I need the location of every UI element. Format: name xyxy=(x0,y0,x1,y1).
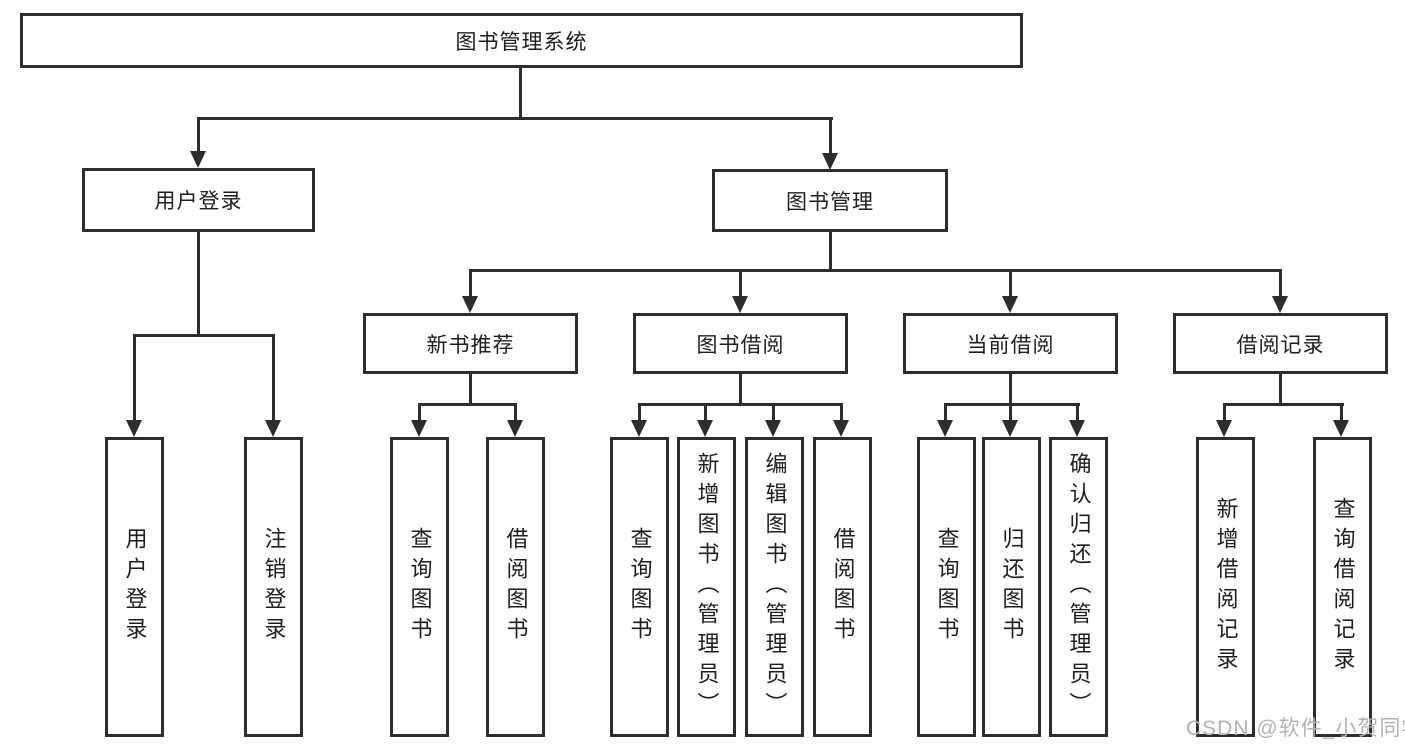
connector-vline xyxy=(1223,403,1226,422)
connector-vline xyxy=(840,403,843,422)
leaf-label: 新增借阅记录 xyxy=(1213,497,1239,677)
connector-hline xyxy=(944,403,1080,406)
connector-vline xyxy=(197,232,200,337)
leaf-label: 查询借阅记录 xyxy=(1330,497,1356,677)
connector-vline xyxy=(829,232,832,272)
node-new-book-recommend: 新书推荐 xyxy=(363,313,578,374)
arrow-down-icon xyxy=(1216,420,1232,437)
connector-vline xyxy=(739,374,742,406)
leaf-label: 确认归还（管理员） xyxy=(1066,452,1092,722)
connector-vline xyxy=(133,334,136,421)
leaf-label: 查询图书 xyxy=(934,527,960,647)
connector-vline xyxy=(944,403,947,422)
leaf-label: 注销登录 xyxy=(261,527,287,647)
arrow-down-icon xyxy=(937,420,953,437)
leaf-label: 编辑图书（管理员） xyxy=(762,452,788,722)
arrow-down-icon xyxy=(462,296,478,313)
node-book-borrowing: 图书借阅 xyxy=(633,313,848,374)
connector-vline xyxy=(1009,374,1012,406)
connector-vline xyxy=(514,403,517,422)
arrow-down-icon xyxy=(1272,296,1288,313)
leaf-label: 归还图书 xyxy=(999,527,1025,647)
arrow-down-icon xyxy=(697,420,713,437)
node-confirm-return-admin: 确认归还（管理员） xyxy=(1049,437,1108,737)
arrow-down-icon xyxy=(822,153,838,170)
connector-hline xyxy=(1223,403,1344,406)
arrow-down-icon xyxy=(507,420,523,437)
arrow-down-icon xyxy=(1002,420,1018,437)
connector-vline xyxy=(1279,374,1282,406)
leaf-label: 查询图书 xyxy=(627,527,653,647)
arrow-down-icon xyxy=(1333,420,1349,437)
connector-vline xyxy=(418,403,421,422)
node-edit-books-admin: 编辑图书（管理员） xyxy=(745,437,804,737)
arrow-down-icon xyxy=(190,151,206,168)
connector-hline xyxy=(638,403,843,406)
node-query-books-recommend: 查询图书 xyxy=(390,437,449,737)
connector-vline xyxy=(1076,403,1079,422)
connector-vline xyxy=(1009,269,1012,298)
connector-hline xyxy=(418,403,517,406)
arrow-down-icon xyxy=(765,420,781,437)
connector-vline xyxy=(519,68,522,118)
node-query-books-borrowing: 查询图书 xyxy=(610,437,669,737)
node-user-login-leaf: 用户登录 xyxy=(105,437,164,737)
leaf-label: 查询图书 xyxy=(407,527,433,647)
node-logout: 注销登录 xyxy=(244,437,303,737)
connector-vline xyxy=(739,269,742,298)
node-book-management: 图书管理 xyxy=(712,169,948,232)
csdn-watermark: CSDN @软件_小贺同学 xyxy=(1186,717,1405,740)
leaf-label: 新增图书（管理员） xyxy=(694,452,720,722)
connector-vline xyxy=(272,334,275,421)
connector-vline xyxy=(772,403,775,422)
arrow-down-icon xyxy=(411,420,427,437)
arrow-down-icon xyxy=(631,420,647,437)
leaf-label: 借阅图书 xyxy=(830,527,856,647)
arrow-down-icon xyxy=(265,420,281,437)
node-current-borrowing: 当前借阅 xyxy=(903,313,1118,374)
connector-vline xyxy=(829,117,832,154)
connector-vline xyxy=(469,269,472,298)
arrow-down-icon xyxy=(126,420,142,437)
node-borrowing-records: 借阅记录 xyxy=(1173,313,1388,374)
node-query-borrow-record: 查询借阅记录 xyxy=(1313,437,1372,737)
arrow-down-icon xyxy=(1069,420,1085,437)
node-add-books-admin: 新增图书（管理员） xyxy=(677,437,736,737)
connector-vline xyxy=(1279,269,1282,298)
node-return-books: 归还图书 xyxy=(982,437,1041,737)
connector-vline xyxy=(638,403,641,422)
connector-vline xyxy=(1009,403,1012,422)
connector-hline xyxy=(469,269,1282,272)
connector-hline xyxy=(197,117,833,120)
node-query-books-current: 查询图书 xyxy=(917,437,976,737)
arrow-down-icon xyxy=(732,296,748,313)
node-borrow-books-recommend: 借阅图书 xyxy=(486,437,545,737)
arrow-down-icon xyxy=(833,420,849,437)
node-add-borrow-record: 新增借阅记录 xyxy=(1196,437,1255,737)
connector-vline xyxy=(197,117,200,153)
node-user-login: 用户登录 xyxy=(82,168,315,232)
connector-vline xyxy=(469,374,472,406)
node-root: 图书管理系统 xyxy=(20,13,1023,68)
leaf-label: 借阅图书 xyxy=(503,527,529,647)
connector-vline xyxy=(1340,403,1343,422)
leaf-label: 用户登录 xyxy=(122,527,148,647)
node-borrow-books-borrowing: 借阅图书 xyxy=(813,437,872,737)
arrow-down-icon xyxy=(1002,296,1018,313)
connector-vline xyxy=(704,403,707,422)
connector-hline xyxy=(133,334,275,337)
